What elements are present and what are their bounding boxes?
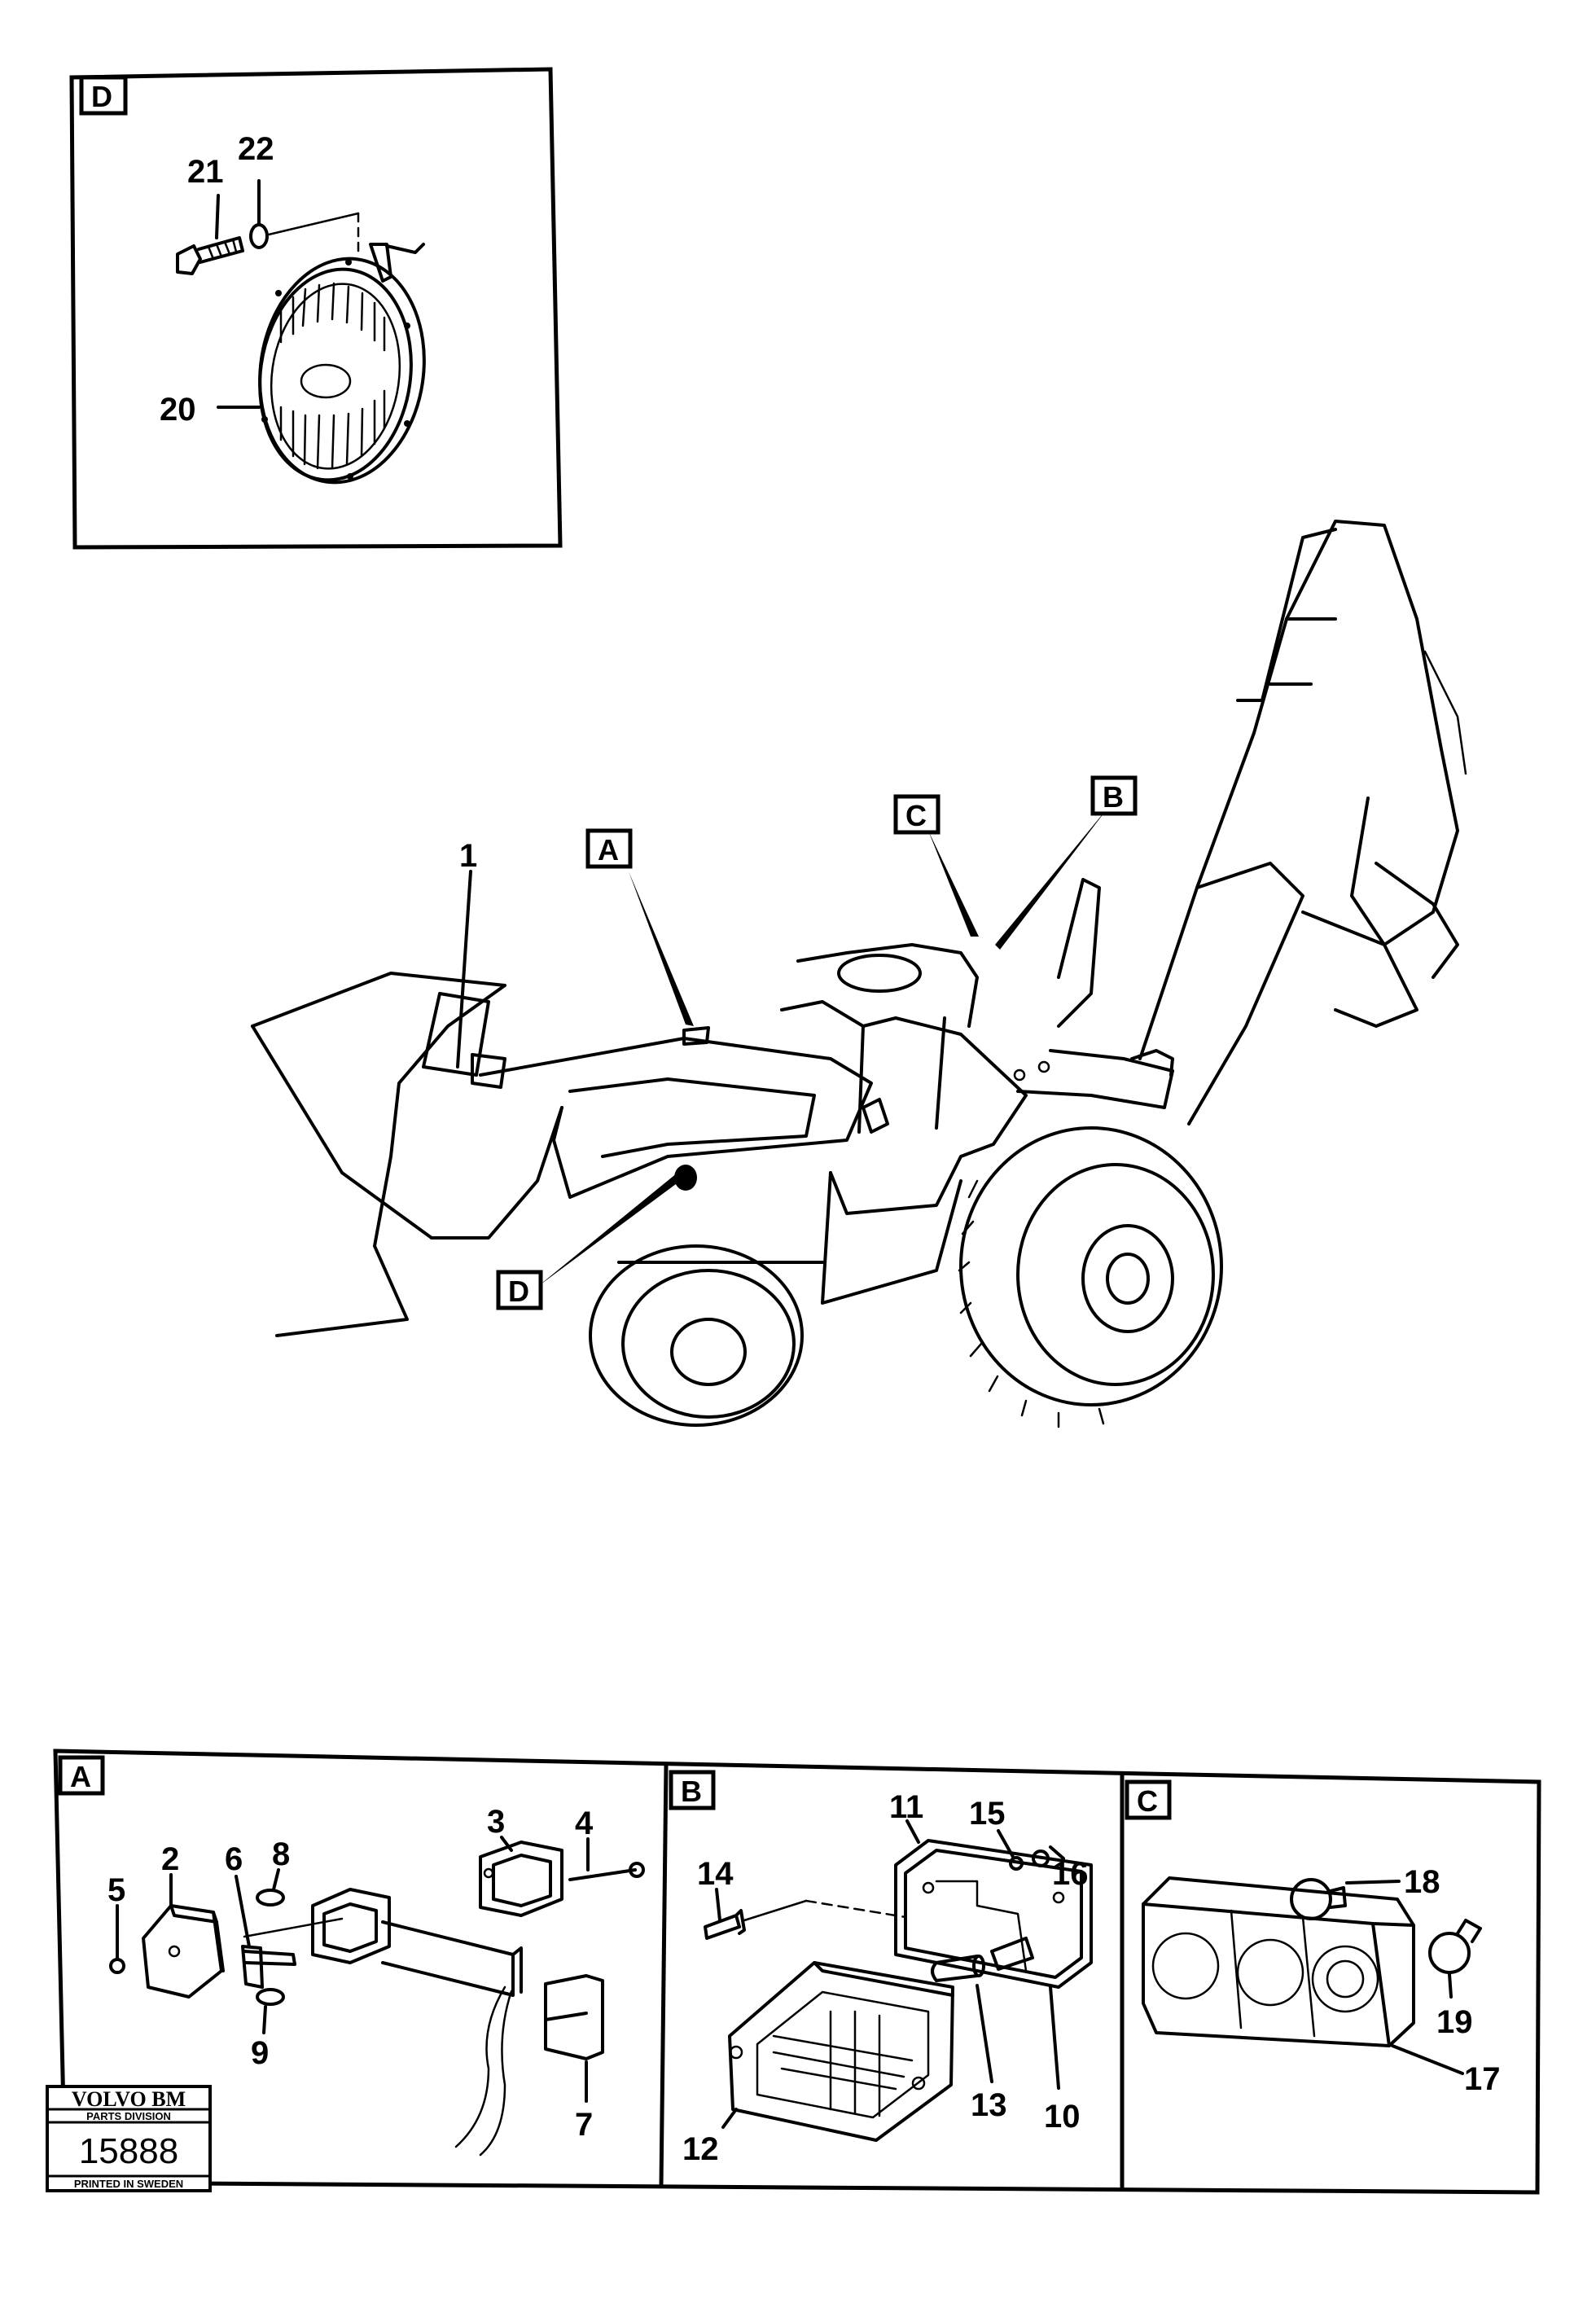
panel-d-tag: D: [91, 80, 112, 113]
bulb-icon: [256, 1988, 285, 2006]
leader-8: [272, 1868, 280, 1891]
label-14: 14: [697, 1856, 734, 1892]
leader-15: [997, 1829, 1015, 1858]
leader-14: [715, 1888, 721, 1922]
label-12: 12: [682, 2131, 719, 2167]
callout-b-box: [1090, 775, 1138, 816]
lamp-cover-icon: [142, 1904, 225, 1999]
callout-c-pointer: [928, 831, 979, 937]
callout-a-box: [585, 828, 633, 869]
logo-number: 15888: [79, 2131, 178, 2171]
label-15: 15: [969, 1796, 1006, 1832]
screw-icon: [568, 1868, 637, 1881]
leader-16: [1049, 1845, 1065, 1860]
callout-d-pointer: [537, 1173, 682, 1287]
rear-light-icon: [862, 1098, 889, 1134]
tube-bulb-icon: [931, 1955, 979, 1982]
logo-division: PARTS DIVISION: [86, 2110, 171, 2122]
label-9: 9: [251, 2035, 269, 2071]
leader-6: [235, 1875, 251, 1948]
panel-d-tag-box: [79, 75, 128, 116]
callout-d: D: [508, 1275, 529, 1308]
panel-b-tag: B: [681, 1775, 702, 1808]
backhoe-loader-drawing: [251, 520, 1467, 1428]
label-4: 4: [575, 1806, 594, 1841]
panel-b-tag-box: [669, 1770, 716, 1810]
tail-light-icon: [1142, 1876, 1415, 2047]
panel-c-tag-box: [1125, 1779, 1172, 1820]
callout-d-box: [496, 1270, 543, 1310]
label-20: 20: [160, 392, 196, 428]
label-11: 11: [889, 1789, 923, 1825]
bulb-icon: [256, 1889, 285, 1907]
leader-9: [262, 2005, 267, 2034]
leader-1: [456, 870, 472, 1068]
callout-b-pointer: [995, 806, 1109, 950]
callout-a: A: [598, 833, 619, 867]
work-light-icon: [728, 1961, 954, 2142]
bottom-panels-frame: [53, 1749, 1541, 2195]
label-22: 22: [238, 131, 274, 167]
label-13: 13: [971, 2087, 1007, 2123]
leader-21: [215, 194, 220, 239]
horn-bolt-icon: [176, 236, 244, 275]
callout-b: B: [1103, 780, 1124, 814]
lamp-icon: [479, 1841, 563, 1917]
panel-a: A: [46, 1755, 645, 2192]
label-5: 5: [107, 1872, 125, 1908]
leader-17: [1391, 2044, 1464, 2075]
leader-10: [1049, 1985, 1060, 2090]
lamp-housing-icon: [894, 1839, 1093, 1989]
leader-11: [905, 1819, 920, 1844]
label-8: 8: [272, 1836, 290, 1872]
nut-icon: [109, 1958, 125, 1974]
leader-19: [1448, 1972, 1453, 1999]
logo-printed: PRINTED IN SWEDEN: [74, 2178, 183, 2190]
bulb-icon: [1290, 1878, 1347, 1920]
label-7: 7: [575, 2107, 593, 2143]
leader-13: [976, 1984, 993, 2083]
panel-b: B: [669, 1770, 1093, 2167]
horn-washer-icon: [249, 223, 269, 249]
bulb-icon: [1428, 1919, 1482, 1974]
volvo-bm-logo: VOLVO BM PARTS DIVISION 15888 PRINTED IN…: [46, 2085, 212, 2192]
label-18: 18: [1404, 1864, 1440, 1900]
panel-a-tag-box: [58, 1755, 105, 1796]
callout-a-pointer: [629, 871, 694, 1026]
label-19: 19: [1436, 2004, 1473, 2040]
label-10: 10: [1044, 2099, 1081, 2135]
panel-d: D 21 22 20: [69, 67, 563, 550]
leader-18: [1345, 1880, 1401, 1885]
horn-icon: [258, 243, 426, 485]
label-3: 3: [487, 1804, 505, 1840]
label-1: 1: [459, 838, 477, 874]
label-17: 17: [1464, 2061, 1501, 2097]
leader-3: [500, 1836, 513, 1852]
panel-c-tag: C: [1137, 1784, 1158, 1818]
leader-12: [721, 2108, 738, 2129]
callout-c-box: [893, 794, 940, 835]
label-21: 21: [187, 154, 224, 190]
label-16: 16: [1052, 1856, 1089, 1892]
front-light-icon: [471, 1053, 506, 1089]
panel-a-tag: A: [70, 1760, 91, 1793]
callout-c: C: [905, 799, 927, 832]
logo-brand: VOLVO BM: [72, 2087, 186, 2111]
panel-c: C 18 19 17: [1125, 1779, 1501, 2097]
label-6: 6: [225, 1841, 243, 1877]
label-2: 2: [161, 1841, 179, 1877]
